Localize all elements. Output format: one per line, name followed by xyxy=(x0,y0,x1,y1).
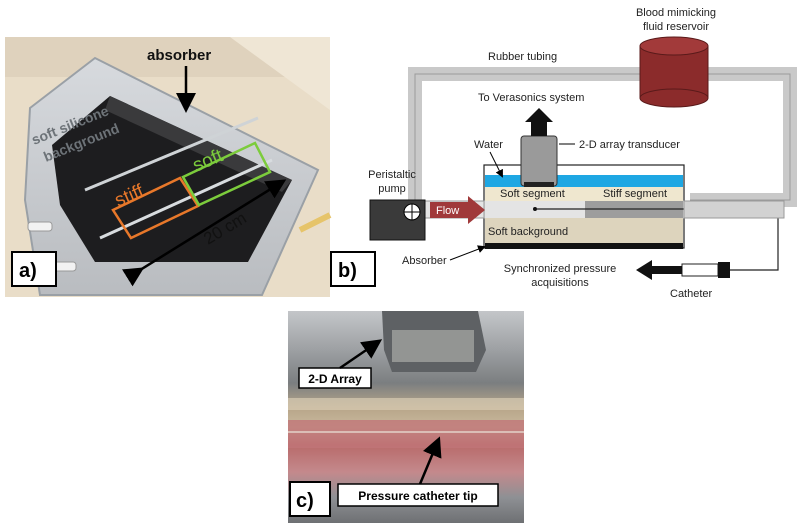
vessel-tube-c xyxy=(288,420,524,448)
soft-background-layer xyxy=(485,218,683,243)
catheter-body xyxy=(681,263,719,277)
panel-a-tag-box xyxy=(11,251,57,287)
water-layer xyxy=(485,175,683,187)
soft-background-label: Soft background xyxy=(488,226,568,238)
water-label: Water xyxy=(474,139,503,151)
panel-c-tag-box xyxy=(289,481,331,517)
array-label-box xyxy=(298,367,372,389)
panel-a-tag: a) xyxy=(19,260,37,282)
flow-arrow xyxy=(430,196,485,224)
panel-b-tag-box xyxy=(330,251,376,287)
catheter-tip-label-box xyxy=(337,483,499,507)
reservoir-label-line1: Blood mimicking xyxy=(636,7,716,19)
absorber-label: absorber xyxy=(147,47,211,64)
panel-a: stiff soft soft silicone background abso… xyxy=(5,37,332,297)
soft-segment-label: Soft segment xyxy=(500,188,565,200)
catheter-connector xyxy=(718,262,730,278)
panel-b-tag: b) xyxy=(338,260,357,282)
catheter-tip-arrow xyxy=(418,436,442,485)
pressure-label-line1: Synchronized pressure xyxy=(504,263,617,275)
catheter-tip-label: Pressure catheter tip xyxy=(358,489,477,503)
panel-c: 2-D Array Pressure catheter tip c) xyxy=(288,311,524,523)
connector xyxy=(27,221,53,232)
fluid-reservoir xyxy=(639,36,709,108)
catheter-label: Catheter xyxy=(670,288,713,300)
absorber-label-b: Absorber xyxy=(402,255,447,267)
array-label: 2-D Array xyxy=(308,372,362,386)
pressure-label-line2: acquisitions xyxy=(531,277,589,289)
absorber-layer xyxy=(485,243,683,249)
pressure-output-arrow xyxy=(636,260,682,280)
pump-label-line2: pump xyxy=(378,183,406,195)
panel-c-tag: c) xyxy=(296,490,314,512)
reservoir-label-line2: fluid reservoir xyxy=(643,21,709,33)
flow-label: Flow xyxy=(436,205,459,217)
rubber-tubing-label: Rubber tubing xyxy=(488,51,557,63)
stiff-segment-label: Stiff segment xyxy=(603,188,667,200)
upper-background xyxy=(485,187,683,201)
pump-label-line1: Peristaltic xyxy=(368,169,416,181)
transducer-output-arrow xyxy=(525,108,553,136)
verasonics-label: To Verasonics system xyxy=(478,92,584,104)
array-arrow xyxy=(339,339,383,370)
array-transducer xyxy=(520,135,558,187)
length-arrow xyxy=(121,179,287,287)
transducer-label: 2-D array transducer xyxy=(579,139,680,151)
vessel-rod xyxy=(84,116,259,192)
outlet-tubing xyxy=(683,200,785,219)
panel-b: Blood mimicking fluid reservoir Rubber t… xyxy=(330,7,797,300)
